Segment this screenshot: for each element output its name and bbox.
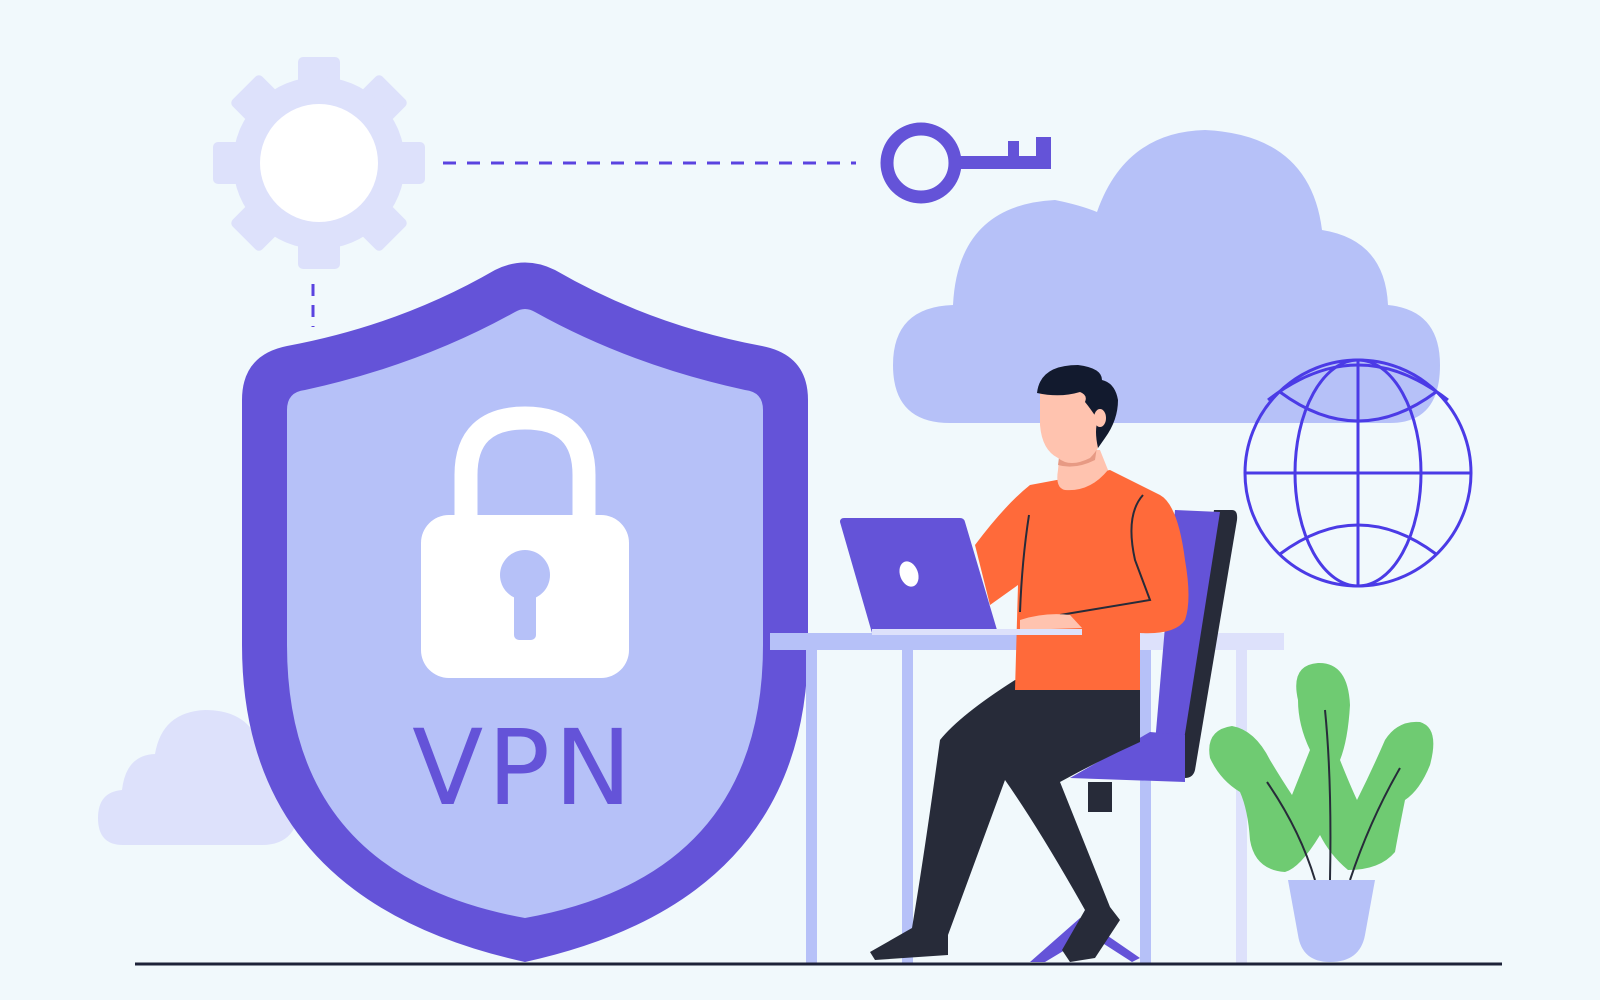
- key-icon: [880, 122, 1051, 204]
- laptop-icon: [840, 518, 1082, 635]
- plant-icon: [1209, 662, 1434, 962]
- vpn-label: VPN: [412, 707, 636, 829]
- globe-icon: [1243, 358, 1473, 588]
- small-cloud-icon: [98, 710, 300, 845]
- chair: [1030, 510, 1238, 962]
- padlock-icon: [421, 406, 629, 678]
- cloud-icon: [893, 130, 1440, 423]
- gear-icon: [213, 57, 425, 269]
